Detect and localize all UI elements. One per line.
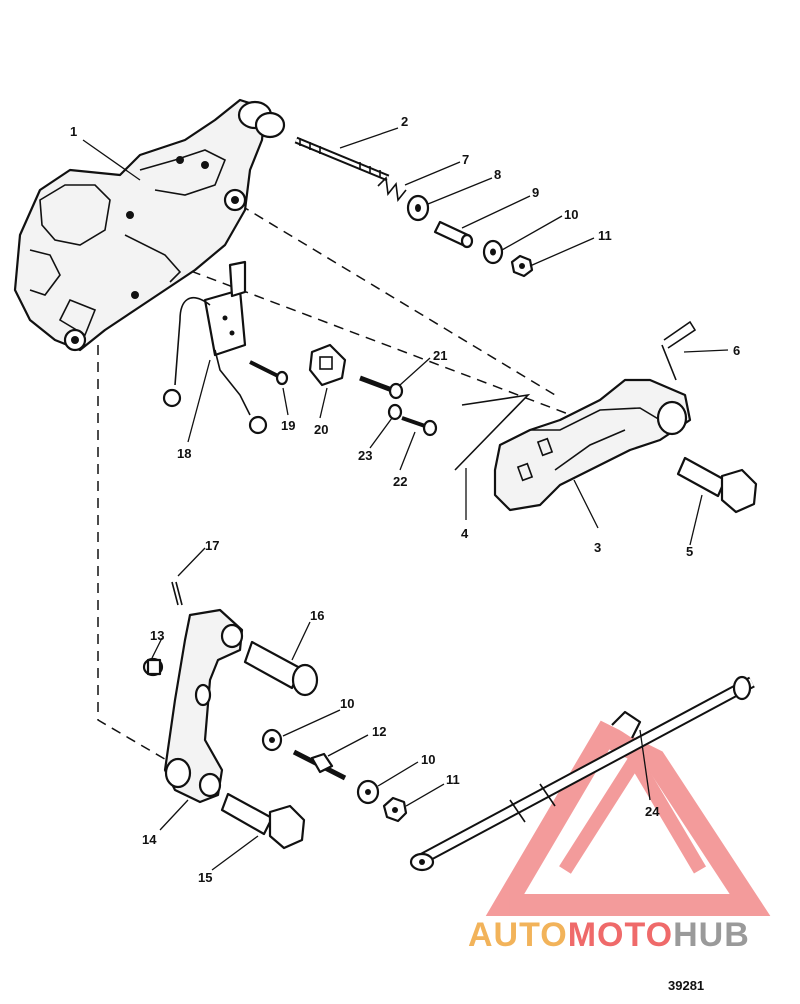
leader-11a [529, 237, 595, 267]
part-10-washer-upper [482, 239, 504, 265]
leader-20 [319, 387, 328, 419]
callout-17: 17 [205, 538, 219, 553]
callout-15: 15 [198, 870, 212, 885]
part-18-switch [162, 260, 268, 435]
leader-5 [689, 494, 703, 546]
part-3-lever-arm [493, 378, 692, 512]
part-10-washer-lower-a [261, 728, 283, 752]
part-12-stud [292, 749, 347, 781]
part-14-link-arm [163, 608, 244, 804]
leader-9 [461, 195, 531, 229]
part-23-lock-washer [387, 403, 403, 421]
part-10-washer-lower-b [356, 779, 380, 805]
leader-15 [211, 835, 259, 871]
callout-11-upper: 11 [598, 228, 612, 243]
leader-22 [399, 431, 416, 471]
part-13-bushing [142, 657, 164, 677]
leader-23 [369, 417, 393, 449]
part-15-shoulder-bolt [220, 792, 306, 850]
callout-22: 22 [393, 474, 407, 489]
leader-10b [282, 709, 341, 737]
leader-17 [177, 547, 206, 577]
leader-6 [683, 349, 729, 353]
watermark-moto: MOTO [568, 916, 673, 954]
callout-16: 16 [310, 608, 324, 623]
leader-3 [573, 479, 599, 529]
leader-18 [187, 359, 211, 443]
part-22-screw [401, 416, 438, 437]
leader-10a [501, 215, 563, 251]
leader-7 [404, 161, 461, 186]
assembly-line-left [97, 345, 176, 766]
callout-11-lower: 11 [446, 772, 460, 787]
part-1-main-bracket [13, 98, 286, 352]
leader-13 [151, 637, 163, 659]
callout-18: 18 [177, 446, 191, 461]
callout-24: 24 [645, 804, 660, 819]
part-9-pin [433, 220, 474, 249]
leader-24 [639, 729, 651, 801]
leader-12 [327, 734, 369, 757]
callout-labels: 1 2 3 4 5 6 7 8 9 10 11 12 13 14 15 16 1… [70, 114, 740, 885]
svg-text:AUTOMOTOHUB: AUTOMOTOHUB [468, 916, 750, 954]
watermark-text: AUTOMOTOHUB [468, 916, 750, 954]
callout-10-lower-b: 10 [421, 752, 435, 767]
part-21-screw [359, 375, 404, 400]
leader-16 [291, 621, 311, 661]
part-8-washer [406, 194, 430, 222]
callout-9: 9 [532, 185, 539, 200]
leader-21 [399, 357, 431, 386]
leader-1 [82, 139, 141, 181]
callout-4: 4 [461, 526, 469, 541]
callout-1: 1 [70, 124, 77, 139]
callout-10-lower-a: 10 [340, 696, 354, 711]
leader-lines [82, 127, 729, 871]
figure-number: 39281 [668, 978, 704, 993]
callout-14: 14 [142, 832, 157, 847]
callout-10-upper: 10 [564, 207, 578, 222]
watermark-logo [485, 720, 771, 916]
part-2-stud [294, 136, 390, 182]
watermark-auto: AUTO [468, 916, 568, 954]
callout-13: 13 [150, 628, 164, 643]
part-6-cotter-pin [661, 320, 697, 381]
callout-2: 2 [401, 114, 408, 129]
callout-21: 21 [433, 348, 447, 363]
part-11-nut-lower [382, 796, 408, 823]
part-16-pin [243, 640, 319, 697]
part-7-spring [377, 176, 407, 202]
callout-12: 12 [372, 724, 386, 739]
leader-14 [159, 799, 189, 831]
leader-19 [282, 387, 289, 416]
leader-2 [339, 127, 399, 149]
part-5-shoulder-bolt [676, 456, 758, 514]
leader-10c [377, 761, 419, 787]
callout-8: 8 [494, 167, 501, 182]
leader-8 [427, 177, 493, 205]
assembly-line-upper [239, 204, 561, 399]
leader-11b [405, 783, 445, 807]
part-24-shift-rod [409, 675, 755, 872]
callout-23: 23 [358, 448, 372, 463]
part-11-nut-upper [510, 254, 534, 278]
part-19-screw [249, 360, 289, 386]
watermark-hub: HUB [673, 916, 750, 954]
assembly-lines [97, 204, 651, 766]
callout-20: 20 [314, 422, 328, 437]
callout-19: 19 [281, 418, 295, 433]
callout-3: 3 [594, 540, 601, 555]
part-20-clip [308, 343, 347, 387]
callout-6: 6 [733, 343, 740, 358]
part-17-cotter-pin [171, 581, 183, 606]
part-4-spring-wire [454, 393, 531, 471]
callout-5: 5 [686, 544, 693, 559]
callout-7: 7 [462, 152, 469, 167]
